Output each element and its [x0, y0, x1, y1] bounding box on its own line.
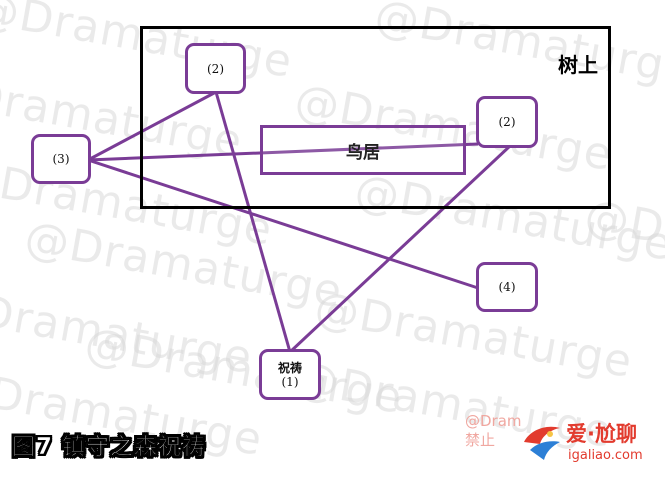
- faint-watermark-line: @Dram: [465, 412, 522, 430]
- logo-url: igaliao.com: [568, 448, 643, 463]
- node-right-upper: (2): [476, 96, 538, 148]
- line-top-to-left: [87, 90, 217, 162]
- node-number: (3): [52, 152, 70, 166]
- site-logo: 爱·尬聊 igaliao.com: [520, 410, 660, 474]
- logo-bird-icon: [524, 426, 560, 460]
- node-name: 祝祷: [277, 360, 302, 375]
- logo-title: 爱·尬聊: [566, 422, 637, 446]
- node-top-center: (2): [185, 43, 246, 94]
- line-left-to-right-lower: [87, 158, 479, 290]
- tree-region-label: 树上: [558, 53, 598, 77]
- node-number: (2): [207, 61, 224, 76]
- node-left: (3): [31, 134, 91, 184]
- torii-box: 鸟居: [260, 125, 466, 175]
- node-number: (4): [498, 280, 516, 294]
- torii-label: 鸟居: [346, 142, 380, 163]
- figure-caption: 图7 镇守之森祝祷: [12, 434, 207, 461]
- faint-watermark-line: 禁止: [465, 431, 496, 449]
- line-top-to-bottom: [214, 91, 292, 353]
- node-number: (1): [281, 374, 299, 389]
- node-right-lower: (4): [476, 262, 538, 312]
- line-right-upper-to-bottom: [288, 144, 512, 354]
- tree-region-box: 树上: [140, 26, 611, 209]
- line-left-to-right-upper: [87, 142, 479, 162]
- node-bottom-prayer: 祝祷 (1): [259, 349, 321, 400]
- faint-watermark: @Dram 禁止: [465, 412, 522, 450]
- node-number: (2): [498, 115, 516, 129]
